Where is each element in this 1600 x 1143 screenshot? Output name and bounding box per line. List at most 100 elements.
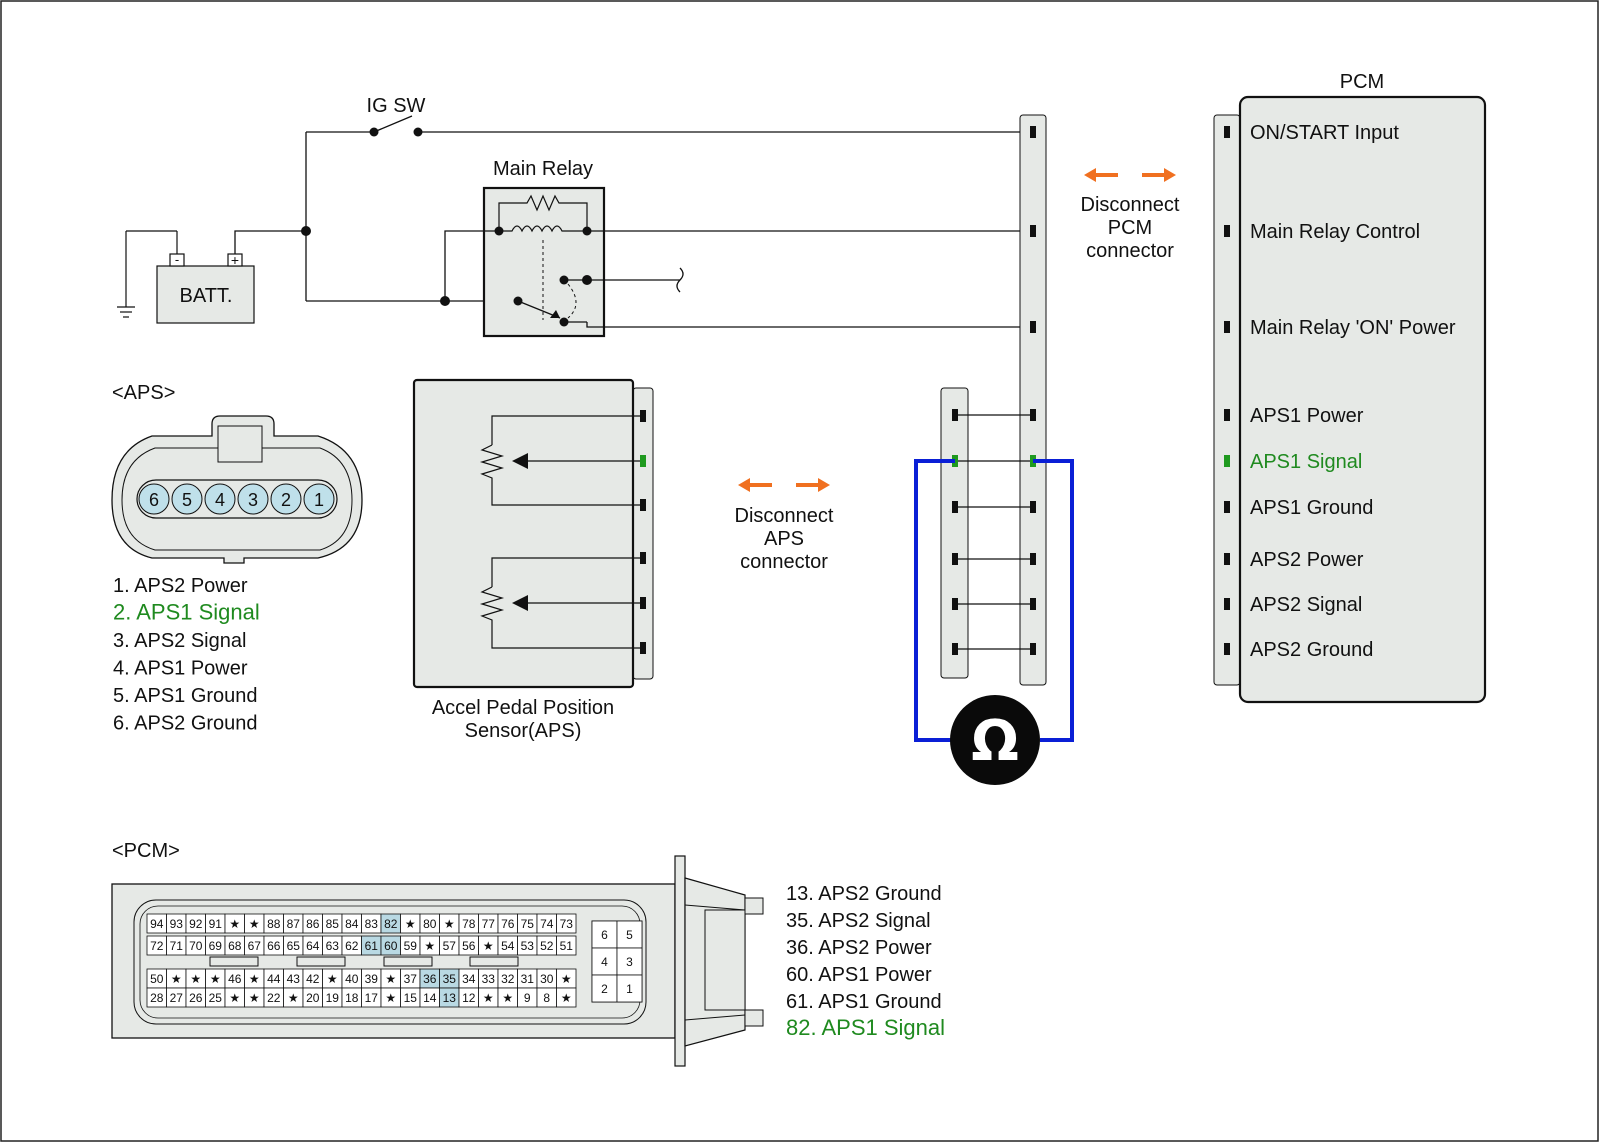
pcm-pin-number: 40 (345, 972, 359, 986)
pcm-terminal-pin (1224, 409, 1230, 421)
pcm-terminal-pin (1224, 598, 1230, 610)
pcm-pin-legend-item: 61. APS1 Ground (786, 991, 942, 1013)
pcm-harness-pin (1030, 126, 1036, 138)
pcm-pin-number: 28 (150, 991, 164, 1005)
pcm-pin-number: ★ (561, 991, 572, 1005)
pcm-pin-cell (556, 913, 577, 934)
aps-face-pin-number: 5 (182, 490, 192, 510)
battery-label: BATT. (180, 285, 233, 307)
pcm-pin-number: 82 (384, 917, 398, 931)
ig-switch-label: IG SW (367, 95, 426, 117)
aps-harness-pin (952, 643, 958, 655)
pcm-pin-number: 50 (150, 972, 164, 986)
pcm-pin-number: 9 (524, 991, 531, 1005)
pcm-terminal-label: APS2 Signal (1250, 594, 1362, 616)
battery-positive: + (231, 252, 239, 268)
pcm-terminal-pin (1224, 455, 1230, 467)
pcm-pin-number: 43 (287, 972, 301, 986)
pcm-pin-number: ★ (229, 917, 240, 931)
pcm-small-pin-number: 3 (626, 955, 633, 969)
aps-face-pin (270, 483, 302, 515)
aps-sensor-pin (640, 499, 646, 511)
pcm-terminal-pin (1224, 643, 1230, 655)
pcm-pin-cell (556, 935, 577, 956)
pcm-pin-number: ★ (444, 917, 455, 931)
pcm-pin-number: 27 (170, 991, 184, 1005)
aps-face-pin (303, 483, 335, 515)
pcm-pin-number: 32 (501, 972, 515, 986)
pcm-terminal-pin (1224, 553, 1230, 565)
pcm-pin-number: 51 (560, 939, 574, 953)
pcm-terminal-pin (1224, 126, 1230, 138)
aps-sensor-pin (640, 455, 646, 467)
pcm-pin-number: ★ (249, 991, 260, 1005)
pcm-pin-number: 46 (228, 972, 242, 986)
pcm-pin-number: 54 (501, 939, 515, 953)
pcm-pin-number: 63 (326, 939, 340, 953)
pcm-pin-number: 69 (209, 939, 223, 953)
pcm-pin-number: 77 (482, 917, 496, 931)
main-relay: Main Relay (482, 158, 606, 338)
pcm-pin-number: 56 (462, 939, 476, 953)
pcm-pin-number: 85 (326, 917, 340, 931)
pcm-pin-number: 68 (228, 939, 242, 953)
pcm-pin-number: 64 (306, 939, 320, 953)
pcm-pin-number: ★ (288, 991, 299, 1005)
pcm-pin-number: 53 (521, 939, 535, 953)
pcm-pin-number: 30 (540, 972, 554, 986)
pcm-pin-number: ★ (483, 991, 494, 1005)
disconnect-aps-note: Disconnect APS connector (735, 478, 834, 573)
disconnect-pcm-line3: connector (1086, 240, 1174, 262)
pcm-small-pin-number: 4 (601, 955, 608, 969)
aps-harness-connector (940, 387, 969, 679)
pcm-pin-number: 39 (365, 972, 379, 986)
pcm-terminal-label: APS1 Signal (1250, 451, 1362, 473)
main-relay-label: Main Relay (493, 158, 593, 180)
pcm-pin-number: 33 (482, 972, 496, 986)
aps-face-pin-number: 3 (248, 490, 258, 510)
pcm-pin-number: 87 (287, 917, 301, 931)
ohm-icon: Ω (971, 709, 1019, 774)
aps-sensor-pin (640, 642, 646, 654)
pcm-pin-number: 94 (150, 917, 164, 931)
aps-harness-pin (952, 598, 958, 610)
pcm-pin-legend-item: 60. APS1 Power (786, 964, 932, 986)
pcm-pin-number: ★ (502, 991, 513, 1005)
aps-sensor-pin (640, 552, 646, 564)
pcm-pin-number: 80 (423, 917, 437, 931)
pcm-pin-number: 92 (189, 917, 203, 931)
pcm-pin-legend-item: 82. APS1 Signal (786, 1015, 945, 1040)
pcm-pin-number: 44 (267, 972, 281, 986)
pcm-harness-pin (1030, 643, 1036, 655)
aps-harness-pin (952, 409, 958, 421)
pcm-pin-number: ★ (249, 917, 260, 931)
pcm-pin-number: 62 (345, 939, 359, 953)
pcm-terminal-label: APS1 Power (1250, 405, 1364, 427)
pcm-pin-number: 42 (306, 972, 320, 986)
pcm-pin-number: ★ (210, 972, 221, 986)
relay-wiring (444, 230, 1035, 328)
pcm-pin-legend-item: 36. APS2 Power (786, 937, 932, 959)
pcm-pin-number: 20 (306, 991, 320, 1005)
pcm-pin-number: 93 (170, 917, 184, 931)
pcm-harness-pin (1030, 321, 1036, 333)
aps-pin-legend-item: 2. APS1 Signal (113, 600, 260, 625)
pcm-pin-number: ★ (385, 991, 396, 1005)
pcm-small-pin-number: 5 (626, 928, 633, 942)
pcm-pin-number: 73 (560, 917, 574, 931)
pcm-pin-number: 70 (189, 939, 203, 953)
pcm-small-pin-number: 2 (601, 982, 608, 996)
disconnect-pcm-note: Disconnect PCM connector (1081, 168, 1180, 262)
pcm-terminal-label: Main Relay Control (1250, 221, 1420, 243)
pcm-pin-number: 25 (209, 991, 223, 1005)
pcm-pin-number: 88 (267, 917, 281, 931)
pcm-pin-number: 78 (462, 917, 476, 931)
aps-face-pin (204, 483, 236, 515)
pcm-terminal-label: APS2 Power (1250, 549, 1364, 571)
pcm-harness-pin (1030, 409, 1036, 421)
pcm-pin-number: 76 (501, 917, 515, 931)
pcm-pin-number: 75 (521, 917, 535, 931)
pcm-pin-legend-item: 35. APS2 Signal (786, 910, 931, 932)
ohmmeter: Ω (914, 459, 1074, 785)
